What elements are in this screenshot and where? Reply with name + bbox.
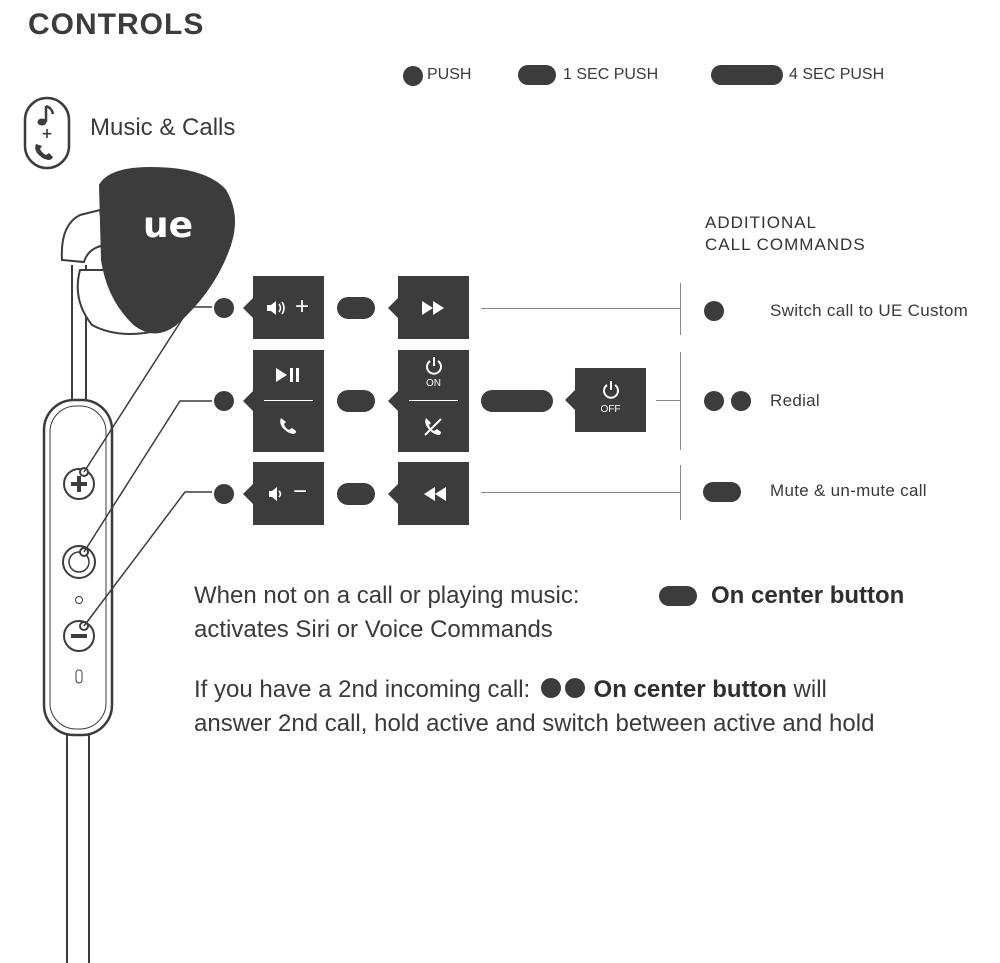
double-push-dots [537, 677, 587, 698]
cmd3-text: Mute & un-mute call [770, 481, 927, 500]
power-on-endcall-box: ON [388, 350, 469, 452]
earphone-illustration: ue [42, 166, 235, 963]
row1-push-dot [214, 298, 234, 318]
row1-connector [481, 308, 680, 309]
power-icon [603, 381, 619, 399]
page-title: CONTROLS [28, 8, 205, 41]
rewind-box [388, 462, 469, 525]
second-call-line1: If you have a 2nd incoming call: On cent… [194, 676, 827, 703]
minus-symbol: − [293, 478, 308, 505]
divider-row1 [680, 283, 681, 335]
row3-connector [481, 492, 680, 493]
svg-text:+: + [41, 126, 53, 142]
phone-icon [35, 144, 53, 160]
row1-1sec-pill [337, 297, 375, 319]
play-pause-call-box [243, 350, 324, 452]
siri-1sec-pill [659, 586, 697, 606]
siri-note-line2: activates Siri or Voice Commands [194, 616, 553, 643]
volume-down-box: − [243, 462, 324, 525]
section-label: Music & Calls [90, 114, 236, 141]
second-call-emphasis: On center button [593, 676, 787, 703]
end-call-icon [424, 418, 442, 436]
cmd2-push-dot-a [704, 391, 724, 411]
legend-push-label: PUSH [427, 66, 472, 83]
row2-connector [656, 400, 680, 401]
divider-row2 [680, 352, 681, 450]
cmd1-text: Switch call to UE Custom [770, 301, 969, 320]
legend-push-dot [403, 66, 423, 86]
row2-1sec-pill [337, 390, 375, 412]
ue-logo: ue [143, 205, 193, 246]
second-call-line2: answer 2nd call, hold active and switch … [194, 710, 875, 737]
legend-1sec-label: 1 SEC PUSH [563, 66, 659, 83]
row3-push-dot [214, 484, 234, 504]
cmd1-push-dot [704, 301, 724, 321]
row2-4sec-pill [481, 390, 553, 412]
plus-symbol: + [295, 293, 310, 320]
siri-note: When not on a call or playing music: act… [194, 579, 580, 647]
music-calls-icon: + [23, 96, 71, 170]
divider-row3 [680, 465, 681, 520]
volume-up-box: + [243, 276, 324, 339]
siri-note-line1: When not on a call or playing music: [194, 582, 580, 609]
rewind-icon [424, 487, 446, 501]
off-label: OFF [600, 404, 621, 415]
volume-up-icon [267, 301, 285, 315]
siri-emphasis: On center button [711, 582, 905, 609]
fast-forward-icon [422, 301, 444, 315]
additional-heading: ADDITIONAL CALL COMMANDS [705, 212, 866, 256]
cmd3-1sec-pill [703, 482, 741, 502]
music-note-icon [37, 104, 55, 126]
phone-icon [280, 418, 296, 434]
additional-heading-line2: CALL COMMANDS [705, 235, 866, 254]
legend-1sec-pill [518, 65, 556, 85]
second-call-note: If you have a 2nd incoming call: On cent… [194, 673, 874, 741]
power-off-box: OFF [565, 368, 646, 432]
fast-forward-box [388, 276, 469, 339]
cmd2-push-dot-b [731, 391, 751, 411]
legend-4sec-label: 4 SEC PUSH [789, 66, 885, 83]
play-pause-icon [276, 368, 299, 382]
additional-heading-line1: ADDITIONAL [705, 213, 818, 232]
cmd2-text: Redial [770, 391, 820, 410]
volume-down-icon [269, 487, 282, 501]
row3-1sec-pill [337, 483, 375, 505]
on-label: ON [426, 378, 441, 389]
row2-push-dot [214, 391, 234, 411]
power-icon [426, 357, 442, 375]
legend-4sec-pill [711, 65, 783, 85]
